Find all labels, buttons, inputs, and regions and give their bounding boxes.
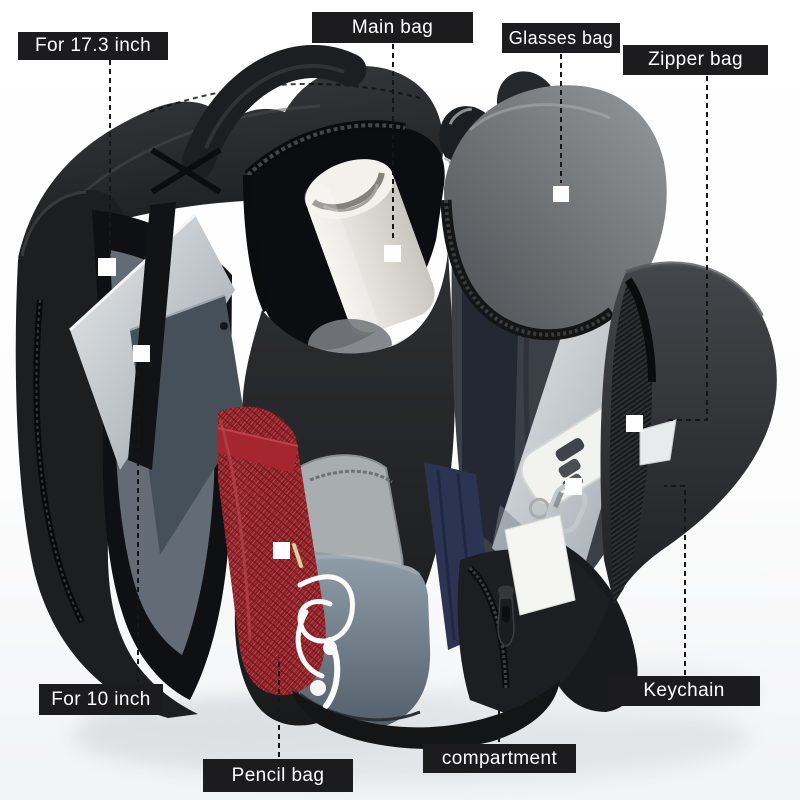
front-zipper-pocket: [457, 514, 610, 715]
label-main-bag: Main bag: [312, 12, 473, 43]
marker-glasses-bag: [553, 186, 569, 202]
item-in-zipper-bag: [639, 419, 677, 466]
thermos-bottle: [304, 159, 435, 336]
marker-for-10-inch: [133, 345, 150, 362]
left-strap-zipper-teeth: [35, 299, 83, 623]
marker-keychain: [565, 478, 582, 495]
label-for-17-inch: For 17.3 inch: [18, 32, 168, 60]
left-strap-highlight: [20, 190, 87, 257]
zipper-pull: [497, 585, 515, 647]
marker-for-17-inch: [98, 258, 116, 276]
callout-markers: [98, 186, 643, 559]
label-keychain: Keychain: [608, 676, 760, 706]
earphones: [292, 543, 355, 709]
leader-keychain: [664, 485, 686, 675]
marker-zipper-bag: [626, 415, 643, 432]
handle-cross-stitch: [150, 147, 222, 195]
label-glasses-bag: Glasses bag: [502, 23, 620, 53]
glasses-pouch: [440, 85, 667, 341]
leader-lines: [109, 44, 708, 757]
white-book: [504, 514, 576, 616]
marker-pencil-bag: [273, 542, 290, 559]
marker-main-bag: [384, 245, 401, 262]
bag-bottom: [292, 680, 560, 749]
carry-handle: [181, 45, 367, 179]
compartment-divider-strap: [128, 202, 176, 470]
leader-zipper-bag: [668, 76, 708, 421]
main-compartment: [243, 120, 445, 412]
label-for-10-inch: For 10 inch: [39, 684, 163, 715]
main-opening-teeth: [246, 123, 406, 177]
label-compartment: compartment: [423, 744, 576, 773]
label-pencil-bag: Pencil bag: [203, 759, 353, 792]
zipper-flap: [600, 261, 777, 604]
label-zipper-bag: Zipper bag: [623, 45, 768, 75]
